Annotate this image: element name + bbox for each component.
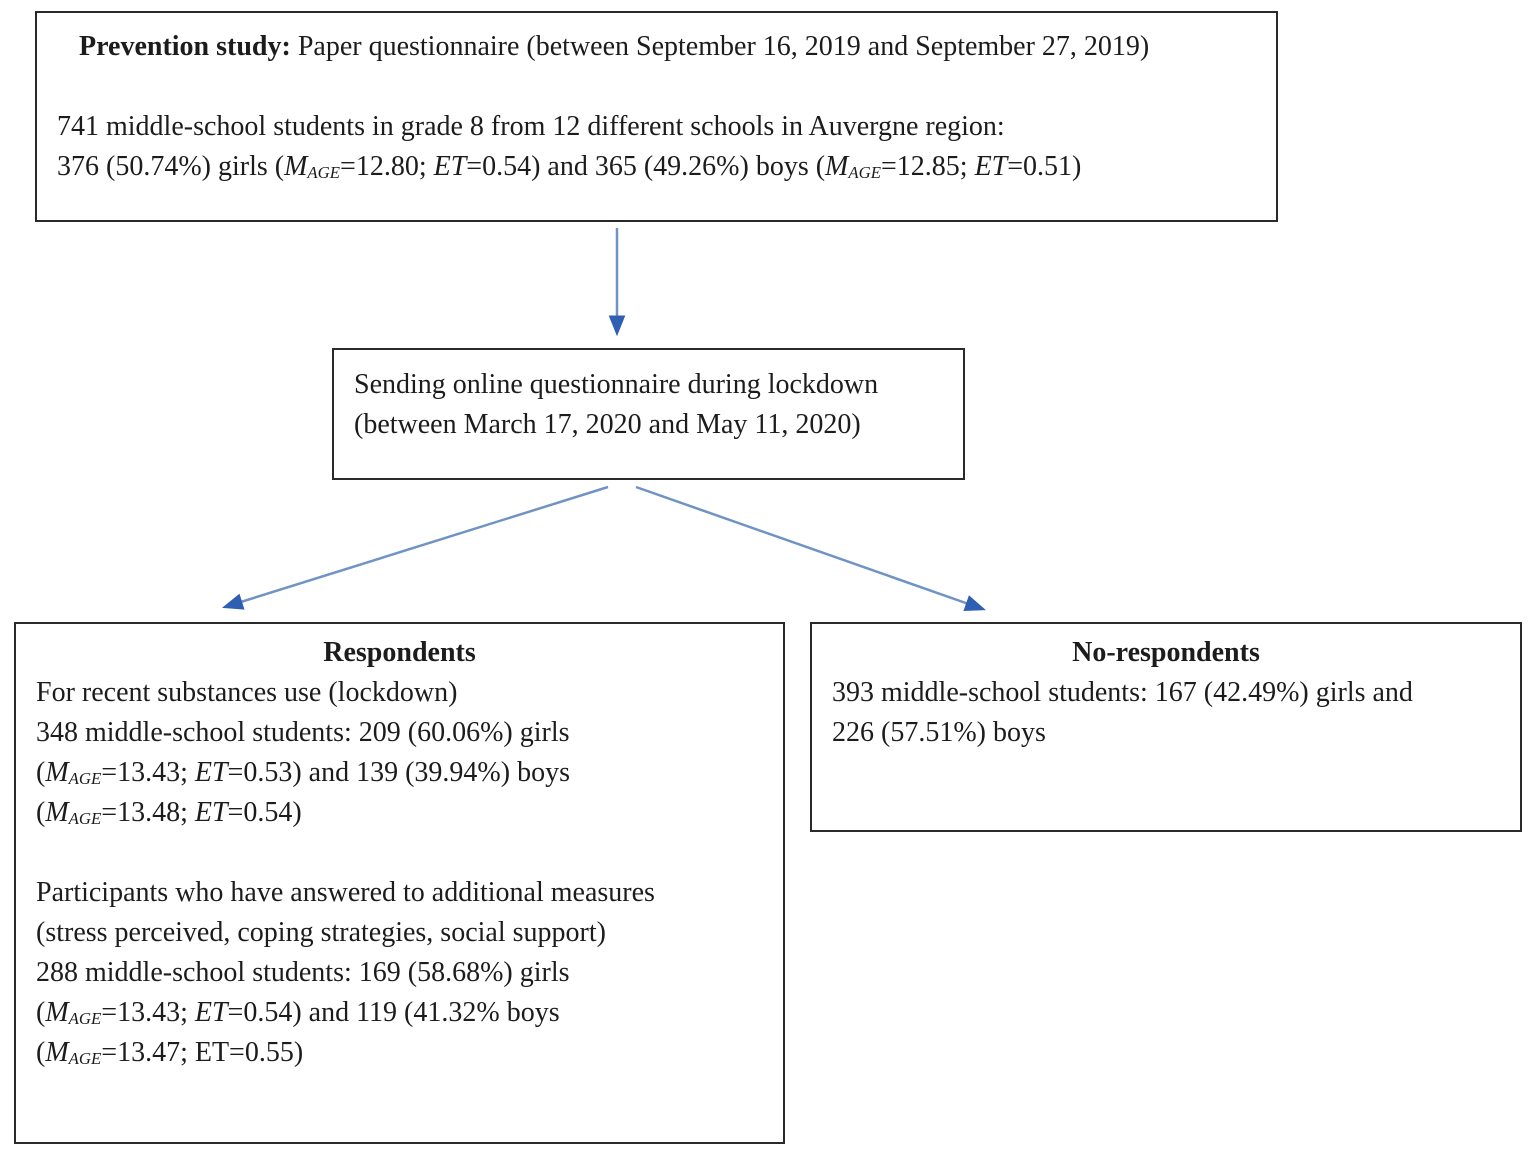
top-box-gender-line: 376 (50.74%) girls (MAGE=12.80; ET=0.54)… <box>57 151 1082 183</box>
top-box-sample-line: 741 middle-school students in grade 8 fr… <box>57 111 1005 142</box>
prevention-study-title-rest: Paper questionnaire (between September 1… <box>290 31 1150 62</box>
no-respondents-heading: No-respondents <box>1072 637 1260 668</box>
respondents-blank-line <box>36 833 763 873</box>
no-respondents-box: No-respondents 393 middle-school student… <box>810 622 1522 832</box>
respondents-para2-line1: Participants who have answered to additi… <box>36 877 655 908</box>
arrow-middle-to-respondents <box>221 485 609 610</box>
respondents-heading: Respondents <box>323 637 476 668</box>
middle-box-line2: (between March 17, 2020 and May 11, 2020… <box>354 409 861 440</box>
arrow-middle-to-no-respondents <box>635 485 986 612</box>
middle-box-line1: Sending online questionnaire during lock… <box>354 369 879 400</box>
prevention-study-title-line: Prevention study: Paper questionnaire (b… <box>57 27 1256 67</box>
respondents-para1-line4: (MAGE=13.48; ET=0.54) <box>36 797 302 829</box>
respondents-para1-line3: (MAGE=13.43; ET=0.53) and 139 (39.94%) b… <box>36 757 570 789</box>
respondents-para2-line3: 288 middle-school students: 169 (58.68%)… <box>36 957 570 988</box>
online-questionnaire-box: Sending online questionnaire during lock… <box>332 348 965 480</box>
no-respondents-line2: 226 (57.51%) boys <box>832 717 1046 748</box>
prevention-study-title-bold: Prevention study: <box>79 31 291 62</box>
respondents-para2-line4: (MAGE=13.43; ET=0.54) and 119 (41.32% bo… <box>36 997 560 1029</box>
respondents-para1-line2: 348 middle-school students: 209 (60.06%)… <box>36 717 570 748</box>
respondents-para2-line5: (MAGE=13.47; ET=0.55) <box>36 1037 304 1069</box>
top-box-blank-line <box>57 67 1256 107</box>
respondents-para1-line1: For recent substances use (lockdown) <box>36 677 458 708</box>
prevention-study-box: Prevention study: Paper questionnaire (b… <box>35 11 1278 222</box>
no-respondents-line1: 393 middle-school students: 167 (42.49%)… <box>832 677 1413 708</box>
respondents-para2-line2: (stress perceived, coping strategies, so… <box>36 917 606 948</box>
respondents-box: Respondents For recent substances use (l… <box>14 622 785 1144</box>
